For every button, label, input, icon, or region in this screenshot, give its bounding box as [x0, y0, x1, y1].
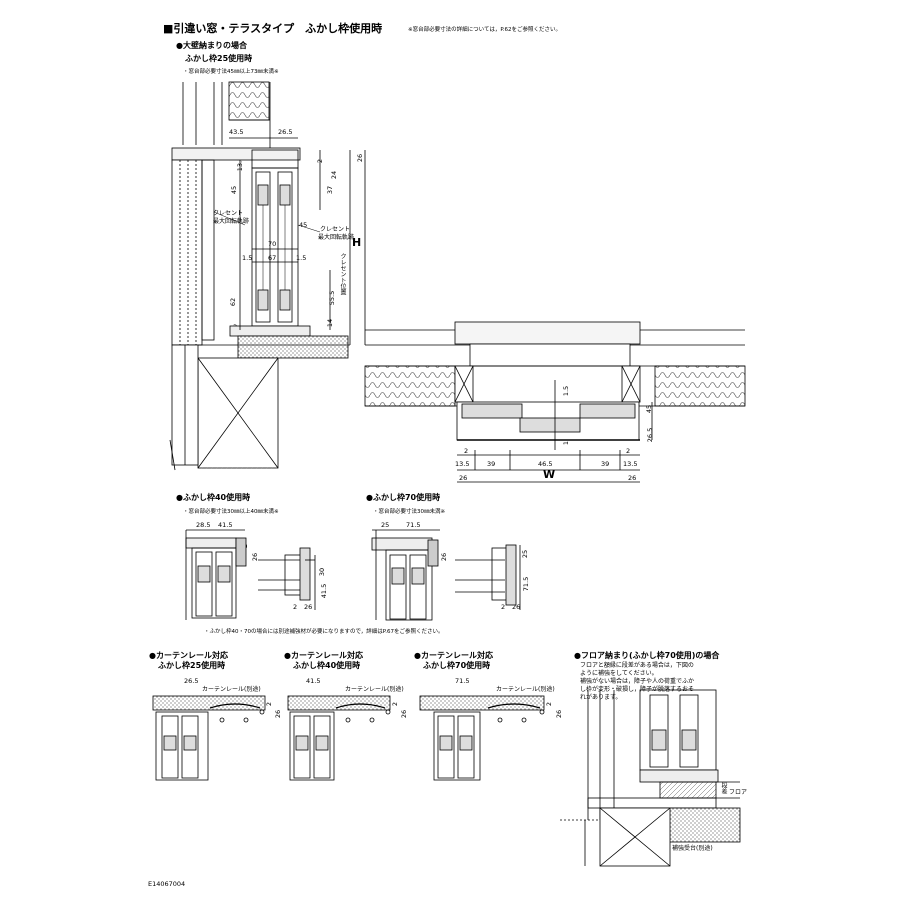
dim-label: 46.5	[538, 460, 553, 468]
dim-label: 2	[391, 701, 400, 707]
crescent-label-left-2: 最大回転軌跡	[213, 218, 250, 225]
dim-label: 1.5	[562, 385, 571, 397]
dim-label: 26	[356, 153, 365, 163]
dim-label: 13.5	[455, 460, 470, 468]
reinforcement-note: ・ふかし枠40・70の場合には別途補強材が必要になりますので，詳細はP.67をご…	[204, 629, 444, 635]
dim-label: 55.5	[328, 290, 337, 306]
dim-label: 26	[251, 552, 260, 562]
dim-label: 26	[459, 474, 468, 482]
floor-text-line: れがあります。	[580, 694, 622, 701]
dim-label: 2	[464, 447, 469, 455]
dim-label: 71.5	[455, 677, 470, 685]
curtain-rail-label: カーテンレール(別途)	[202, 686, 261, 693]
floor-text-line: ように補強をしてください。	[580, 670, 658, 677]
dim-label: 28.5	[196, 521, 211, 529]
floor-label: フロア	[729, 789, 748, 796]
dim-label: 1.5	[562, 434, 571, 446]
crescent-position-label: クレセント位置	[339, 253, 346, 295]
dim-label: 41.5	[218, 521, 233, 529]
dim-label: 71.5	[522, 576, 531, 592]
sec25-heading: ●大壁納まりの場合	[176, 41, 247, 50]
support-label: 補強受台(別途)	[672, 845, 713, 852]
dim-label: 2	[430, 543, 439, 549]
dim-label: 13.5	[623, 460, 638, 468]
dim-label: 30	[318, 567, 327, 577]
dim-label: 26	[274, 709, 283, 719]
dim-label: 71.5	[406, 521, 421, 529]
dim-label: 45	[230, 185, 239, 195]
dim-label: 2	[316, 158, 325, 164]
dim-label: 1.5	[296, 254, 307, 262]
dim-label: 62	[229, 297, 238, 307]
dim-label: 25	[381, 521, 390, 529]
dim-label: 26	[555, 709, 564, 719]
dim-label: 2	[265, 701, 274, 707]
dim-label: 39	[487, 460, 496, 468]
floor-drawing	[560, 689, 741, 867]
curtain-rail-label: カーテンレール(別途)	[496, 686, 555, 693]
dim-label: 24	[330, 170, 339, 180]
dim-label: 2	[241, 543, 250, 549]
sec40-heading: ●ふかし枠40使用時	[176, 493, 251, 502]
dim-label: 2	[293, 603, 298, 611]
width-label: W	[543, 468, 556, 481]
dim-label: 41.5	[306, 677, 321, 685]
sec25-note: ・窓台部必要寸法45㎜以上73㎜未満※	[183, 69, 279, 75]
section-70-drawing	[371, 529, 521, 621]
sec70-heading: ●ふかし枠70使用時	[366, 493, 441, 502]
dim-label: 1.5	[242, 254, 253, 262]
plan-drawing	[364, 321, 746, 483]
dim-label: 2	[626, 447, 631, 455]
step-label: 段差	[720, 782, 727, 794]
curtain-rail-label: カーテンレール(別途)	[345, 686, 404, 693]
sec40-note: ・窓台部必要寸法30㎜以上40㎜未満※	[183, 509, 279, 515]
dim-label: 26	[512, 603, 521, 611]
dim-label: 43.5	[229, 128, 244, 136]
dim-label: 2	[545, 701, 554, 707]
floor-text-line: 補強がない場合は，障子や人の荷重でふか	[580, 678, 695, 685]
curtain-rail-drawings	[152, 695, 545, 781]
floor-heading: ●フロア納まり(ふかし枠70使用)の場合	[574, 651, 720, 660]
floor-description: フロアと額縁に段差がある場合は，下図の ように補強をしてください。 補強がない場…	[580, 662, 694, 702]
dim-label: 37	[326, 185, 335, 195]
dim-label: 70	[268, 240, 277, 248]
floor-text-line: フロアと額縁に段差がある場合は，下図の	[580, 662, 694, 669]
crescent-label-right-2: 最大回転軌跡	[318, 234, 355, 241]
floor-text-line: し枠が変形・破損し，障子が脱落するおそ	[580, 686, 695, 693]
height-label: H	[352, 236, 362, 249]
dim-label: 26	[628, 474, 637, 482]
dim-label: 41.5	[320, 583, 329, 599]
curtain40-heading: ●カーテンレール対応	[284, 651, 363, 660]
dim-label: 39	[601, 460, 610, 468]
page-title: ■引違い窓・テラスタイプ ふかし枠使用時	[163, 22, 383, 35]
document-code: E14067004	[148, 880, 186, 888]
dim-label: 67	[565, 415, 574, 425]
dim-label: 70	[575, 415, 584, 425]
dim-label: 14	[326, 318, 335, 328]
dim-label: 26.5	[278, 128, 293, 136]
dim-label: 25	[521, 549, 530, 559]
section-25-drawing	[169, 81, 366, 471]
dim-label: 26.5	[646, 427, 655, 443]
dim-label: 26	[440, 552, 449, 562]
dim-label: 67	[268, 254, 277, 262]
curtain25-heading: ●カーテンレール対応	[149, 651, 228, 660]
dim-label: 2	[501, 603, 506, 611]
title-note: ※窓台部必要寸法の詳細については，P.62をご参照ください。	[408, 27, 562, 33]
curtain25-subheading: ふかし枠25使用時	[158, 661, 226, 670]
dim-label: 26.5	[184, 677, 199, 685]
dim-label: 13.3	[236, 156, 245, 172]
crescent-label-right-1: クレセント	[320, 226, 351, 233]
dim-label: 45	[299, 221, 308, 229]
sec70-note: ・窓台部必要寸法30㎜未満※	[373, 509, 446, 515]
dim-label: 3	[233, 323, 238, 331]
curtain40-subheading: ふかし枠40使用時	[293, 661, 361, 670]
dim-label: 45	[645, 404, 654, 414]
curtain70-subheading: ふかし枠70使用時	[423, 661, 491, 670]
sec25-subheading: ふかし枠25使用時	[185, 54, 253, 63]
curtain70-heading: ●カーテンレール対応	[414, 651, 493, 660]
dim-label: 26	[304, 603, 313, 611]
dim-label: 26	[400, 709, 409, 719]
